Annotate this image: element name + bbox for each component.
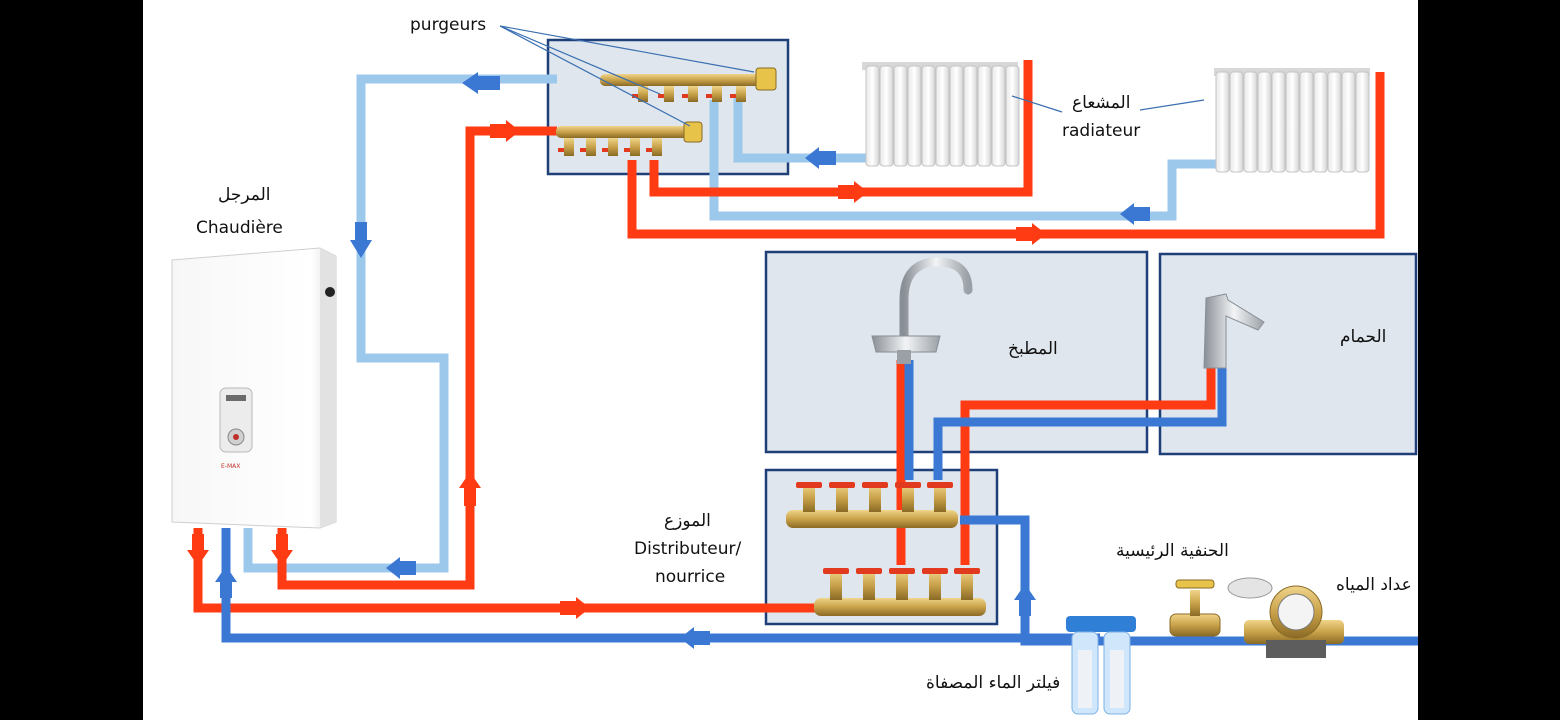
arrow-down-icon [271, 534, 293, 566]
radiator-right [1214, 68, 1370, 173]
arrow-right-icon [838, 181, 868, 203]
arrow-left-icon [680, 627, 710, 649]
arrow-up-icon [1014, 584, 1036, 616]
radiator-pointers [1011, 95, 1205, 113]
arrow-right-icon [560, 597, 590, 619]
arrow-left-icon [462, 72, 500, 94]
arrow-right-icon [490, 120, 520, 142]
boiler: E-MAX [171, 247, 337, 529]
arrow-down-icon [187, 534, 209, 566]
kitchen-label: المطبخ [1008, 339, 1058, 359]
boiler-label-fr: Chaudière [196, 218, 283, 238]
cold-distributor-manifold [786, 482, 958, 528]
water-meter-label: عداد المياه [1336, 575, 1412, 595]
distributor-label-fr-2: nourrice [655, 567, 726, 587]
cold-water-pipes [221, 360, 1418, 646]
bathroom-faucet-icon [1203, 293, 1265, 369]
purgeurs-label: purgeurs [410, 15, 487, 35]
heating-supply-manifold [556, 121, 703, 156]
kitchen-faucet-icon [871, 257, 973, 364]
arrow-left-icon [386, 557, 416, 579]
boiler-label-ar: المرجل [218, 185, 271, 205]
water-meter [1227, 577, 1344, 658]
arrow-left-icon [1120, 203, 1150, 225]
arrow-left-icon [805, 147, 836, 169]
distributor-label-ar: الموزع [664, 511, 711, 531]
hot-distributor-manifold [814, 568, 986, 616]
arrow-up-icon [459, 472, 481, 506]
bathroom-label: الحمام [1340, 327, 1387, 347]
main-valve-label: الحنفية الرئيسية [1116, 541, 1229, 561]
flow-arrows [187, 72, 1150, 649]
water-filter [1066, 616, 1136, 715]
heating-return-manifold [600, 67, 777, 102]
radiator-label-ar: المشعاع [1072, 93, 1131, 113]
radiator-label-fr: radiateur [1062, 121, 1141, 141]
arrow-up-icon [215, 566, 237, 598]
radiator-left [862, 62, 1020, 167]
main-valve [1169, 579, 1221, 637]
distributor-label-fr-1: Distributeur/ [634, 539, 742, 559]
arrow-down-icon [350, 222, 372, 258]
air-vent-purgeur [755, 67, 777, 91]
boiler-brand: E-MAX [221, 463, 240, 470]
purgeurs-pointers [499, 25, 755, 127]
arrow-right-icon [1016, 223, 1046, 245]
air-vent-purgeur [683, 121, 703, 143]
water-filter-label: فيلتر الماء المصفاة [926, 673, 1061, 693]
